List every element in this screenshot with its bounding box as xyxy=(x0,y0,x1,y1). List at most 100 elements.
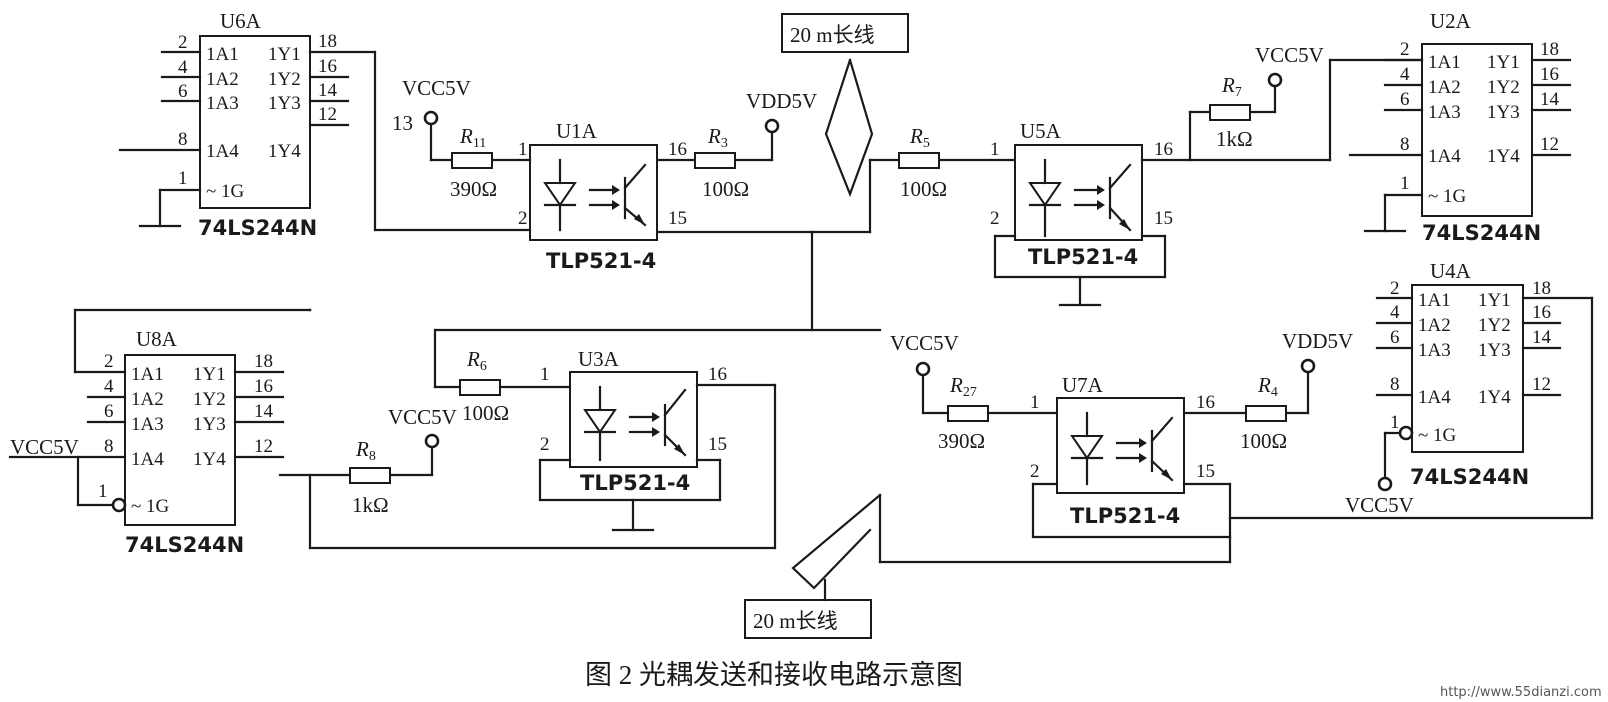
r3-sub: 3 xyxy=(721,136,728,151)
u4a-out-1: 1Y1 xyxy=(1478,290,1511,311)
u5a-part: TLP521-4 xyxy=(1028,245,1138,269)
vcc-terminal-r27 xyxy=(915,361,931,377)
u6a-out-pin-2: 16 xyxy=(318,56,337,77)
u2a-in-3: 1A3 xyxy=(1428,102,1461,123)
u4a-labels: U4A 2 4 6 8 1 1A1 1A2 1A3 1A4 ~ 1G 1Y1 1… xyxy=(1390,259,1552,446)
u8a-in-4: 1A4 xyxy=(131,449,164,470)
long-line-box-top xyxy=(781,13,909,53)
oe-bubble-u8a xyxy=(111,497,127,513)
oe-bubble-u4a xyxy=(1398,425,1414,441)
u6a-out-pin-3: 14 xyxy=(318,80,338,101)
u1a-pin-16: 16 xyxy=(668,139,687,160)
u6a-part: 74LS244N xyxy=(198,216,317,240)
u4a-oe: ~ 1G xyxy=(1418,425,1457,446)
u7a-pin-1: 1 xyxy=(1030,392,1040,413)
r8-body xyxy=(349,467,391,484)
u5a-pin-2: 2 xyxy=(990,208,1000,229)
r7-sub: 7 xyxy=(1235,85,1242,100)
pin-13-label: 13 xyxy=(392,111,413,135)
u6a-out-3: 1Y3 xyxy=(268,93,301,114)
opto-labels: U1A 1 2 16 15 U5A 1 2 16 15 U3A 1 2 16 1… xyxy=(518,119,1215,482)
u8a-out-pin-4: 12 xyxy=(254,436,273,457)
r5-sub: 5 xyxy=(923,136,930,151)
vcc-terminal-u4a xyxy=(1377,476,1393,492)
r11-letter: R xyxy=(459,124,473,148)
vcc-label-u4a: VCC5V xyxy=(1345,493,1414,517)
u6a-oe: ~ 1G xyxy=(206,181,245,202)
u7a-pin-2: 2 xyxy=(1030,461,1040,482)
r8-letter: R xyxy=(355,437,369,461)
u6a-out-1: 1Y1 xyxy=(268,44,301,65)
u4a-out-pin-2: 16 xyxy=(1532,302,1551,323)
vcc-label-r8: VCC5V xyxy=(388,405,457,429)
u6a-body xyxy=(199,35,311,209)
u6a-out-pin-4: 12 xyxy=(318,104,337,125)
r4-value: 100Ω xyxy=(1240,429,1287,453)
u4a-out-4: 1Y4 xyxy=(1478,387,1511,408)
long-line-box-bottom xyxy=(744,599,872,639)
u2a-in-pin-4: 8 xyxy=(1400,134,1410,155)
r4-sub: 4 xyxy=(1271,385,1278,400)
u3a-name: U3A xyxy=(578,347,620,371)
u8a-oe: ~ 1G xyxy=(131,496,170,517)
vdd-label-r3: VDD5V xyxy=(746,89,817,113)
u7a-part: TLP521-4 xyxy=(1070,504,1180,528)
u2a-out-3: 1Y3 xyxy=(1487,102,1520,123)
u6a-out-2: 1Y2 xyxy=(268,69,301,90)
vdd-terminal-r3 xyxy=(764,118,780,134)
u2a-oe-pin: 1 xyxy=(1400,173,1410,194)
u2a-out-pin-4: 12 xyxy=(1540,134,1559,155)
u6a-in-pin-4: 8 xyxy=(178,129,188,150)
u4a-in-pin-3: 6 xyxy=(1390,327,1400,348)
u4a-in-2: 1A2 xyxy=(1418,315,1451,336)
u6a-out-4: 1Y4 xyxy=(268,141,301,162)
u4a-in-pin-4: 8 xyxy=(1390,374,1400,395)
vcc-label-u8a: VCC5V xyxy=(10,435,79,459)
u8a-oe-pin: 1 xyxy=(98,481,108,502)
u2a-in-1: 1A1 xyxy=(1428,52,1461,73)
u8a-in-1: 1A1 xyxy=(131,364,164,385)
u8a-labels: U8A 2 4 6 8 1 1A1 1A2 1A3 1A4 ~ 1G 1Y1 1… xyxy=(98,327,274,517)
r6-value: 100Ω xyxy=(462,401,509,425)
r8-value: 1kΩ xyxy=(352,493,389,517)
u2a-in-pin-1: 2 xyxy=(1400,39,1410,60)
vcc-label-r11: VCC5V xyxy=(402,76,471,100)
u2a-part: 74LS244N xyxy=(1422,221,1541,245)
u8a-in-2: 1A2 xyxy=(131,389,164,410)
u3a-pin-2: 2 xyxy=(540,434,550,455)
u4a-oe-pin: 1 xyxy=(1390,412,1400,433)
u2a-in-2: 1A2 xyxy=(1428,77,1461,98)
r27-sub: 27 xyxy=(963,385,977,400)
u1a-name: U1A xyxy=(556,119,598,143)
r4-letter: R xyxy=(1257,373,1271,397)
vcc-terminal-r8 xyxy=(424,433,440,449)
u2a-out-2: 1Y2 xyxy=(1487,77,1520,98)
u8a-body xyxy=(124,354,236,526)
u1a-part: TLP521-4 xyxy=(546,249,656,273)
opto-u1a xyxy=(529,144,658,241)
u4a-out-pin-4: 12 xyxy=(1532,374,1551,395)
u6a-in-pin-1: 2 xyxy=(178,32,188,53)
u1a-pin-2: 2 xyxy=(518,208,528,229)
u2a-name: U2A xyxy=(1430,9,1472,33)
svg-text:R27: R27 xyxy=(949,373,977,400)
u8a-part: 74LS244N xyxy=(125,533,244,557)
r5-letter: R xyxy=(909,124,923,148)
r27-value: 390Ω xyxy=(938,429,985,453)
u5a-pin-15: 15 xyxy=(1154,208,1173,229)
u8a-name: U8A xyxy=(136,327,178,351)
u5a-pin-16: 16 xyxy=(1154,139,1173,160)
opto-u3a xyxy=(569,371,698,468)
r11-body xyxy=(451,152,493,169)
u4a-out-pin-3: 14 xyxy=(1532,327,1552,348)
u8a-out-2: 1Y2 xyxy=(193,389,226,410)
u7a-name: U7A xyxy=(1062,373,1104,397)
u2a-out-pin-3: 14 xyxy=(1540,89,1560,110)
long-line-label-top: 20 m长线 xyxy=(790,23,875,47)
u6a-in-2: 1A2 xyxy=(206,69,239,90)
r7-body xyxy=(1209,104,1251,121)
u2a-out-1: 1Y1 xyxy=(1487,52,1520,73)
u8a-in-3: 1A3 xyxy=(131,414,164,435)
u5a-name: U5A xyxy=(1020,119,1062,143)
